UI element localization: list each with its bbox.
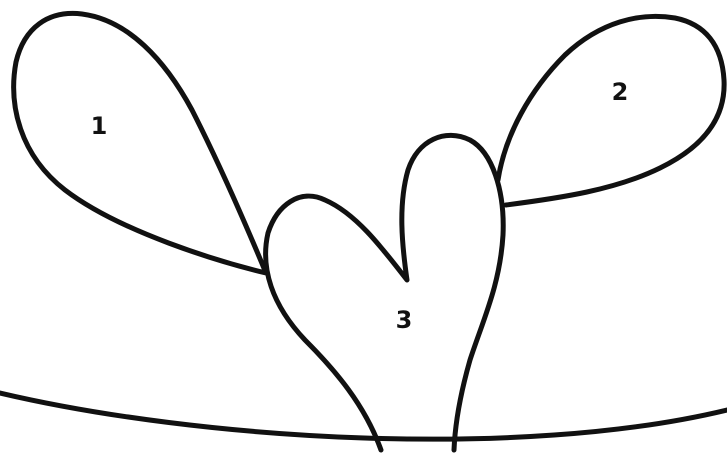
region-label-1: 1 — [91, 112, 108, 140]
petal-left-outline — [14, 13, 266, 273]
region-label-2: 2 — [612, 78, 629, 106]
sprout-center-outline — [266, 135, 504, 450]
region-label-3: 3 — [396, 306, 413, 334]
petal-right-outline — [498, 16, 724, 205]
